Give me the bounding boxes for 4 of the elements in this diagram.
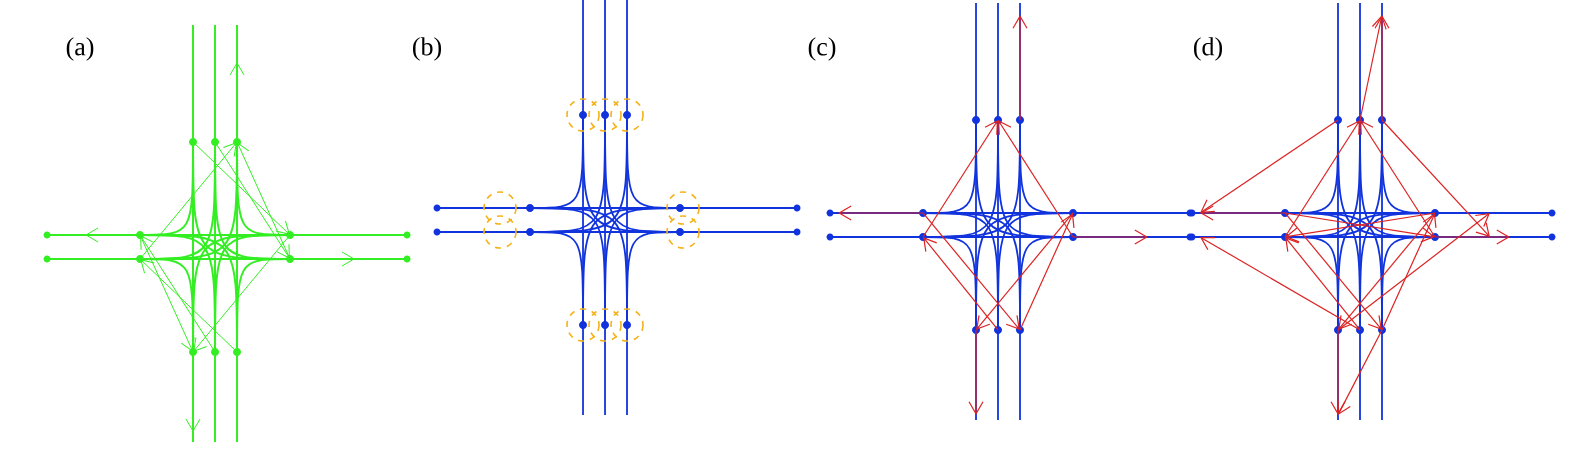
- panel-label: (c): [808, 37, 836, 61]
- panel-label: (a): [66, 37, 94, 61]
- panel-label: (b): [413, 37, 442, 61]
- panel-label: (d): [1193, 37, 1223, 61]
